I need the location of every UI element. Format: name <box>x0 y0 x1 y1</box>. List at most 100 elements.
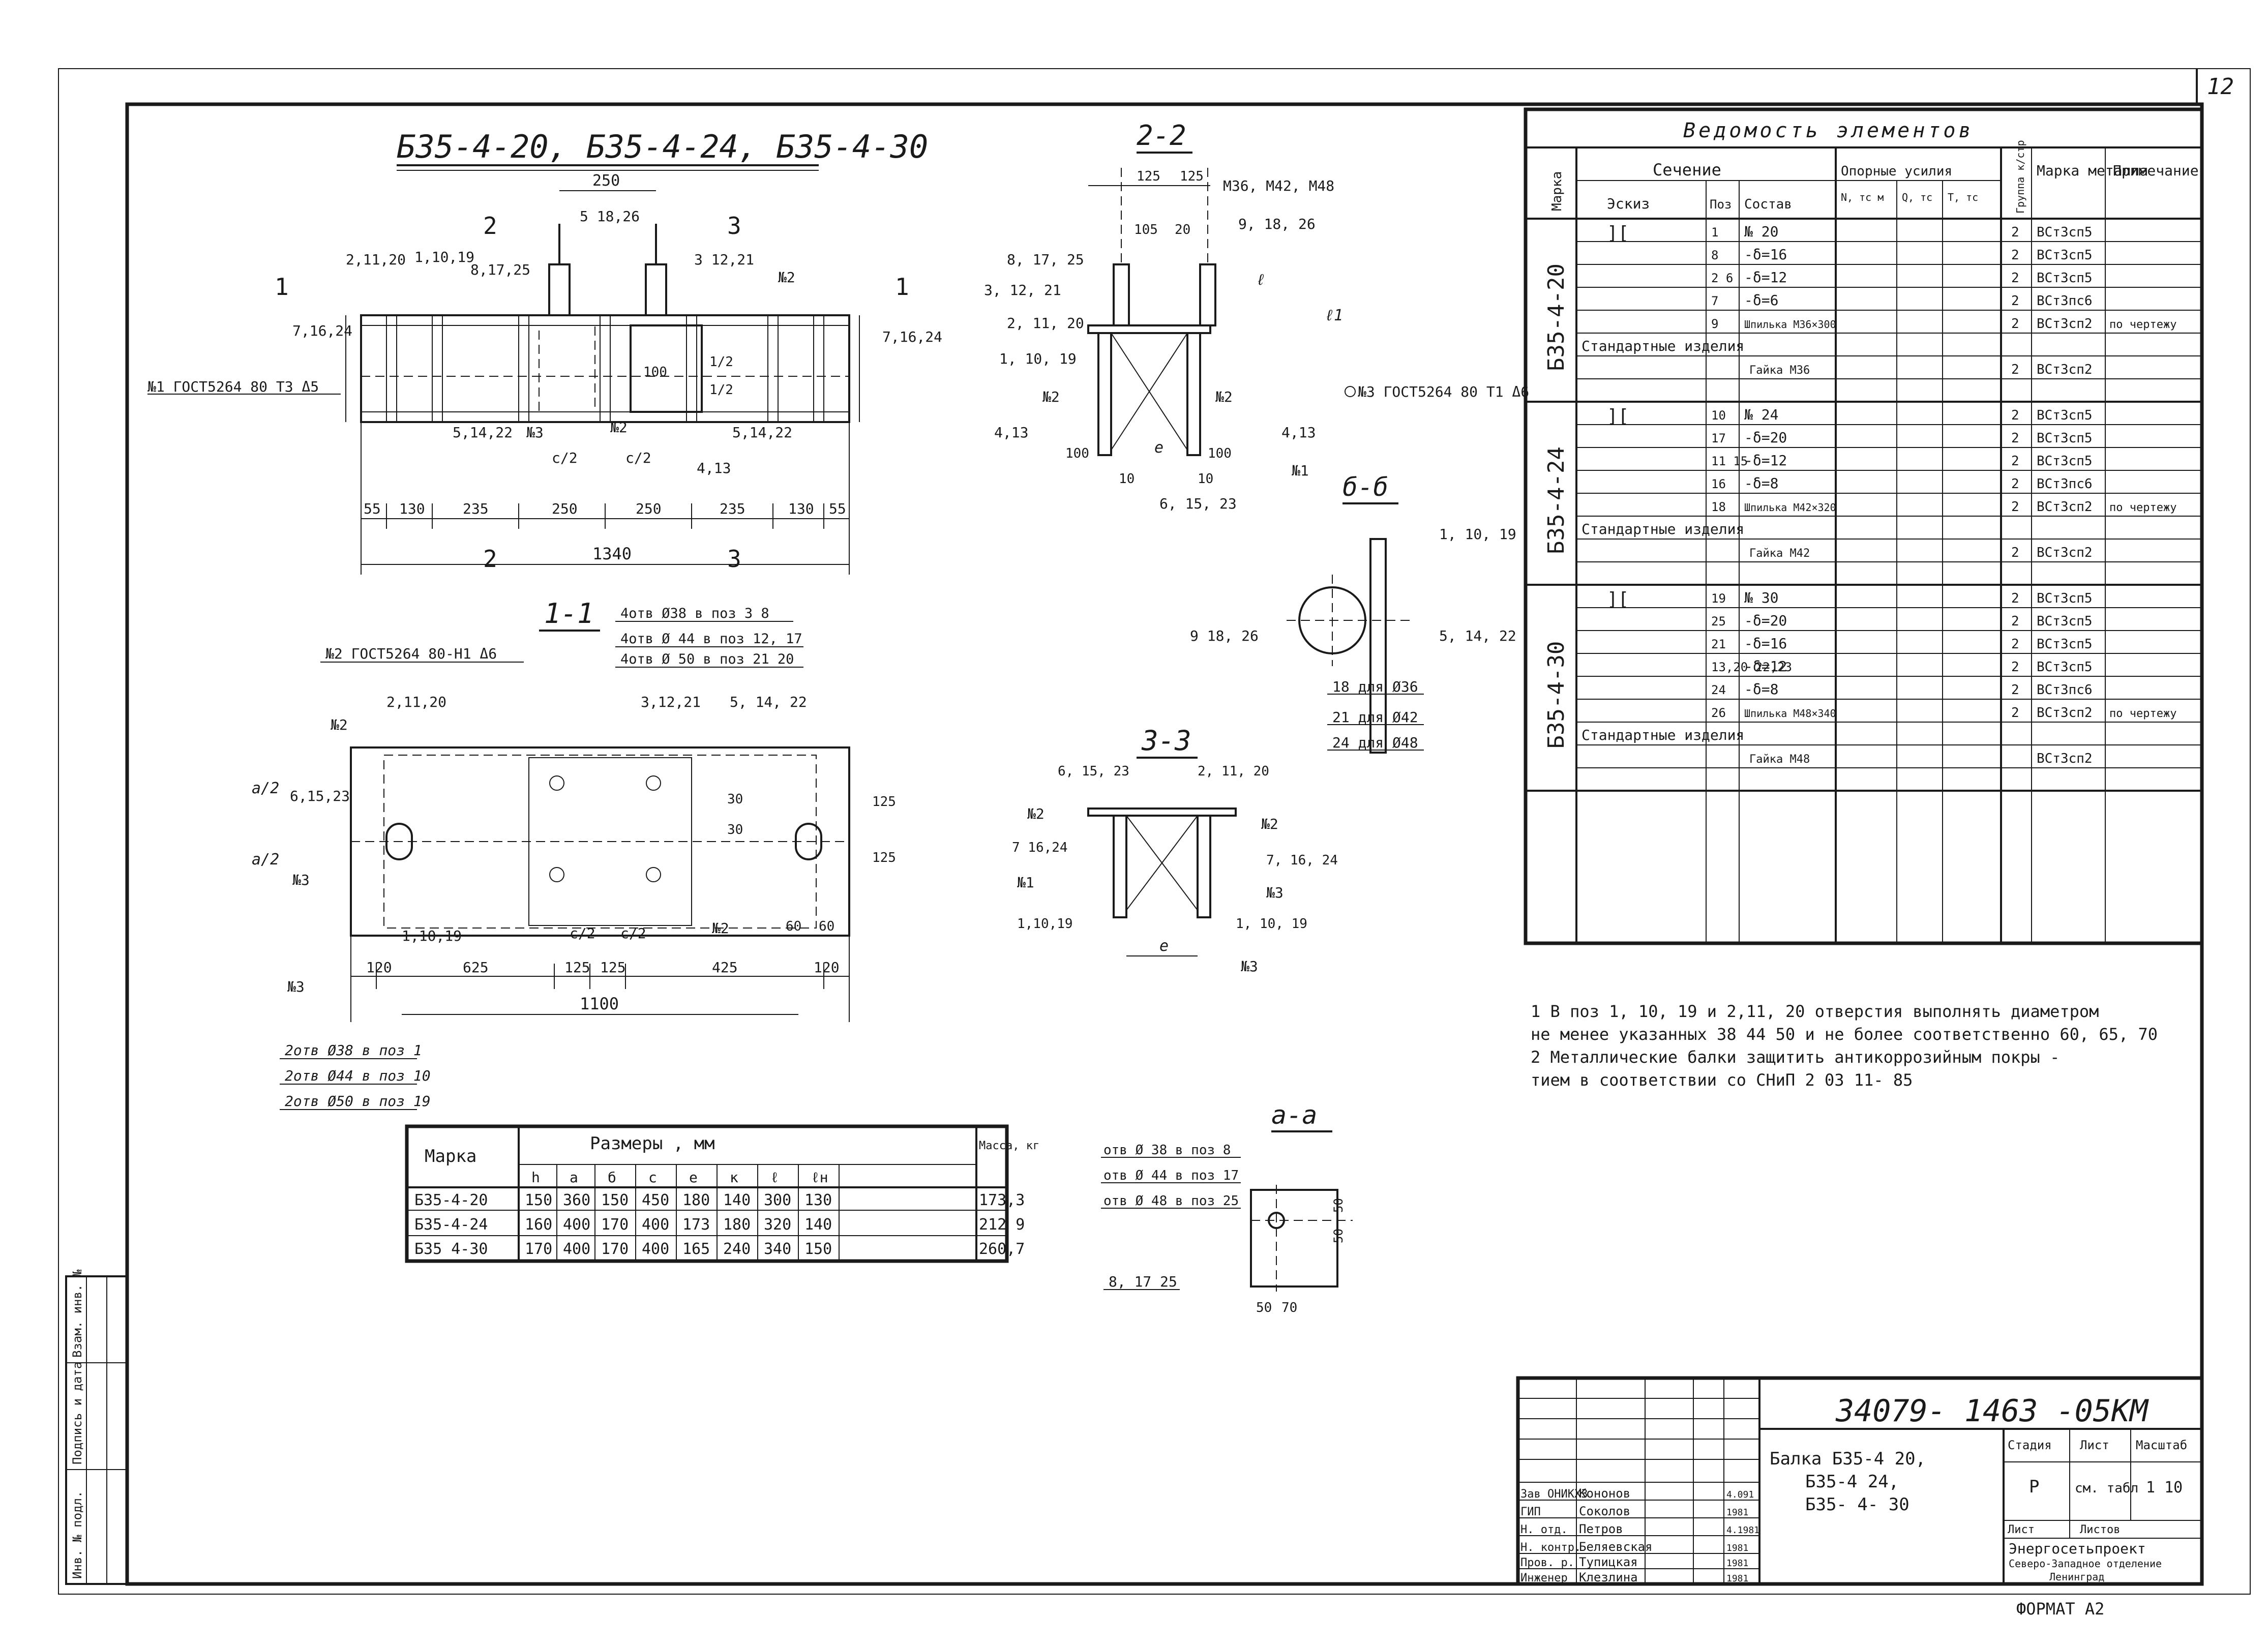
svg-text:250: 250 <box>552 500 578 517</box>
col-header: h <box>531 1169 540 1186</box>
svg-text:30: 30 <box>727 822 743 837</box>
svg-text:ℓ: ℓ <box>1256 271 1265 289</box>
row-value: 170 <box>525 1240 552 1258</box>
sched-grp: 2 <box>2011 705 2019 721</box>
svg-text:100: 100 <box>643 365 667 380</box>
svg-text:№3: №3 <box>292 872 310 888</box>
sched-sketch: ][ <box>1607 406 1629 427</box>
sched-metal: ВСт3сп5 <box>2037 431 2093 446</box>
tb-name: Соколов <box>1579 1504 1630 1518</box>
sched-pos: 17 <box>1711 431 1726 445</box>
sched-comp: -δ=16 <box>1744 246 1787 263</box>
sched-sketch: ][ <box>1607 589 1629 610</box>
col-header: ℓн <box>811 1169 828 1186</box>
tb-role: Пров. р. <box>1520 1557 1574 1569</box>
svg-text:1,10,19: 1,10,19 <box>414 249 474 265</box>
sched-grp: 2 <box>2011 293 2019 309</box>
sched-grp: 2 <box>2011 408 2019 423</box>
row-mass: 212 9 <box>979 1216 1025 1234</box>
svg-text:см. табл: см. табл <box>2075 1481 2138 1496</box>
sched-metal: ВСт3сп2 <box>2037 316 2093 332</box>
sched-grp: 2 <box>2011 637 2019 652</box>
elevation-view: Б35-4-20, Б35-4-24, Б35-4-30 250 <box>147 128 942 575</box>
row-value: 400 <box>642 1216 669 1234</box>
svg-text:2, 11, 20: 2, 11, 20 <box>1198 764 1269 779</box>
weld-note-2-2: №3 ГОСТ5264 80 Т1 Δ6 <box>1358 383 1529 400</box>
svg-text:1: 1 <box>275 273 289 301</box>
h-pos: Поз <box>1710 197 1732 212</box>
row-value: 140 <box>804 1216 832 1234</box>
sched-grp: 2 <box>2011 271 2019 286</box>
row-value: 400 <box>642 1240 669 1258</box>
svg-text:125: 125 <box>1137 169 1160 184</box>
sched-grp: 2 <box>2011 591 2019 606</box>
svg-text:2,11,20: 2,11,20 <box>346 251 406 268</box>
sched-pos: 19 <box>1711 591 1726 606</box>
svg-text:5,14,22: 5,14,22 <box>453 424 513 441</box>
sched-grp: 2 <box>2011 476 2019 492</box>
svg-text:2, 11, 20: 2, 11, 20 <box>1007 315 1084 332</box>
sched-pos: 2 6 <box>1711 271 1733 285</box>
note-line-1: 1 В поз 1, 10, 19 и 2,11, 20 отверстия в… <box>1531 1002 2099 1021</box>
svg-text:Балка Б35-4 20,: Балка Б35-4 20, <box>1770 1449 1926 1469</box>
svg-text:Лист: Лист <box>2008 1523 2035 1536</box>
sched-metal: ВСт3сп5 <box>2037 660 2093 675</box>
svg-text:№2: №2 <box>1215 388 1233 405</box>
sched-pos: 1 <box>1711 225 1718 240</box>
section-3-3-title: 3-3 <box>1141 725 1191 757</box>
svg-text:8, 17, 25: 8, 17, 25 <box>1007 251 1084 268</box>
svg-text:2отв Ø50 в поз 19: 2отв Ø50 в поз 19 <box>285 1093 431 1110</box>
sched-pos: 25 <box>1711 614 1726 629</box>
sched-comp: -δ=12 <box>1744 452 1787 469</box>
tb-date: 1981 <box>1726 1543 1748 1553</box>
plan-1-1-title: 1-1 <box>544 597 594 630</box>
svg-text:5,14,22: 5,14,22 <box>732 424 792 441</box>
svg-text:50: 50 <box>1331 1229 1346 1243</box>
row-value: 170 <box>601 1240 629 1258</box>
svg-text:4отв Ø 50 в поз 21 20: 4отв Ø 50 в поз 21 20 <box>620 651 794 667</box>
svg-text:№3: №3 <box>526 424 544 441</box>
sched-mark: Б35-4-20 <box>1543 263 1569 371</box>
sched-comp: Шпилька М48×340 <box>1744 707 1836 720</box>
general-notes: 1 В поз 1, 10, 19 и 2,11, 20 отверстия в… <box>1531 1002 2158 1090</box>
sched-std-label: Стандартные изделия <box>1581 521 1744 537</box>
svg-text:3,12,21: 3,12,21 <box>641 694 701 710</box>
svg-text:250: 250 <box>592 172 620 190</box>
sched-metal: ВСт3сп5 <box>2037 614 2093 629</box>
sched-pos: 24 <box>1711 683 1726 697</box>
svg-text:4отв Ø 44 в поз 12, 17: 4отв Ø 44 в поз 12, 17 <box>620 631 802 647</box>
sched-pos: 16 <box>1711 477 1726 491</box>
h-section: Сечение <box>1653 160 1721 179</box>
svg-text:7,16,24: 7,16,24 <box>882 328 942 345</box>
section-b-b: б-б 1, 10, 19 9 18, 26 5, 14, 22 18 для … <box>1190 472 1516 754</box>
format-label: ФОРМАТ А2 <box>2016 1599 2104 1619</box>
svg-text:100: 100 <box>1208 446 1232 461</box>
h-t: Т, тс <box>1948 191 1978 203</box>
svg-text:е: е <box>1159 937 1169 955</box>
sched-grp: 2 <box>2011 362 2019 377</box>
svg-text:Взам. инв. №: Взам. инв. № <box>70 1269 84 1358</box>
svg-text:№2: №2 <box>1042 388 1060 405</box>
sched-comp: № 20 <box>1744 223 1778 240</box>
section-2-2-title: 2-2 <box>1137 119 1186 152</box>
svg-text:с/2: с/2 <box>620 925 646 942</box>
svg-text:6, 15, 23: 6, 15, 23 <box>1058 764 1129 779</box>
beam-elevation-outline <box>360 314 850 423</box>
row-value: 400 <box>563 1240 590 1258</box>
h-q: Q, тс <box>1902 191 1932 203</box>
sched-comp: Шпилька М36×300 <box>1744 318 1836 331</box>
sheet-number: 12 <box>2207 74 2234 100</box>
svg-text:625: 625 <box>463 959 489 976</box>
sched-pos: 8 <box>1711 248 1718 262</box>
row-value: 450 <box>642 1191 669 1209</box>
sched-comp: № 24 <box>1744 406 1778 423</box>
svg-text:Подпись и дата: Подпись и дата <box>70 1362 84 1464</box>
svg-text:6, 15, 23: 6, 15, 23 <box>1159 495 1237 512</box>
sched-grp: 2 <box>2011 454 2019 469</box>
sched-metal: ВСт3сп5 <box>2037 454 2093 469</box>
sched-metal: ВСт3сп2 <box>2037 705 2093 721</box>
svg-text:1, 10, 19: 1, 10, 19 <box>1439 526 1516 543</box>
svg-text:а/2: а/2 <box>252 780 279 797</box>
svg-text:Энергосетьпроект: Энергосетьпроект <box>2009 1540 2146 1557</box>
svg-text:М36, М42, М48: М36, М42, М48 <box>1223 177 1334 194</box>
